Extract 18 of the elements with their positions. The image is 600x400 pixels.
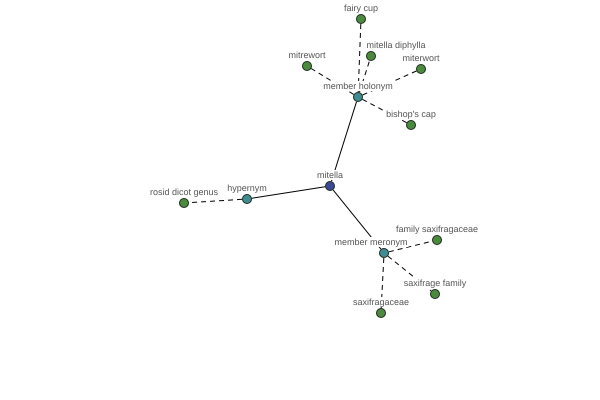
node-label: mitella bbox=[316, 170, 344, 180]
node-label: saxifrage family bbox=[402, 278, 468, 288]
node-label: rosid dicot genus bbox=[148, 187, 220, 197]
node-label: bishop's cap bbox=[385, 109, 437, 119]
node-label: mitella diphylla bbox=[365, 40, 427, 50]
dashed-connector bbox=[358, 24, 362, 92]
node-label: hypernym bbox=[226, 183, 268, 193]
node-label: saxifragaceae bbox=[352, 297, 410, 307]
dashed-connector bbox=[380, 258, 384, 308]
dashed-connector bbox=[359, 60, 370, 93]
node-label: family saxifragaceae bbox=[394, 224, 480, 234]
node-label: mitrewort bbox=[288, 50, 326, 60]
node-label: miterwort bbox=[402, 53, 440, 63]
node-label: fairy cup bbox=[343, 3, 379, 13]
node-label: member meronym bbox=[334, 237, 408, 247]
connector-line bbox=[251, 186, 326, 199]
connector-line bbox=[331, 101, 357, 182]
node-label: member holonym bbox=[322, 81, 394, 91]
